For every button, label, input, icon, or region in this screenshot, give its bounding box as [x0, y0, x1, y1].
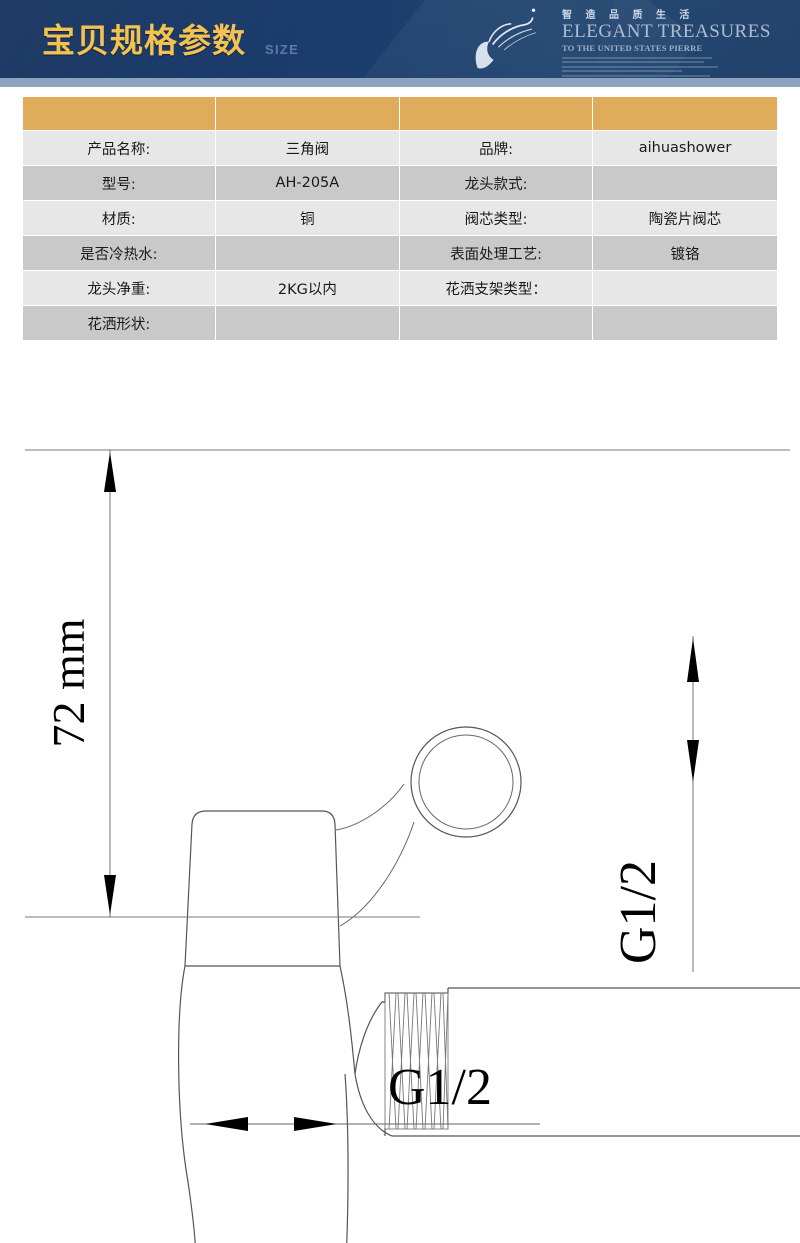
- spec-key: 花洒支架类型：: [400, 271, 593, 305]
- brand-script-logo-icon: [452, 0, 559, 78]
- spec-value: [593, 306, 777, 340]
- spec-key: [400, 306, 593, 340]
- spec-key: 表面处理工艺:: [400, 236, 593, 270]
- dimension-height-label: 72 mm: [43, 618, 94, 747]
- spec-key: 产品名称:: [23, 131, 215, 165]
- table-row: 龙头净重: 2KG以内 花洒支架类型：: [23, 271, 777, 305]
- spec-value: [593, 271, 777, 305]
- spec-key: 是否冷热水:: [23, 236, 215, 270]
- spec-value: [215, 306, 400, 340]
- spec-key: 品牌:: [400, 131, 593, 165]
- table-row: 产品名称: 三角阀 品牌: aihuashower: [23, 131, 777, 165]
- spec-value: 陶瓷片阀芯: [593, 201, 777, 235]
- table-row: 材质: 铜 阀芯类型: 陶瓷片阀芯: [23, 201, 777, 235]
- banner-divider-strip: [0, 78, 800, 87]
- spec-value: 三角阀: [215, 131, 400, 165]
- spec-value: 镀铬: [593, 236, 777, 270]
- header-cell-4: [593, 97, 777, 130]
- spec-key: 花洒形状:: [23, 306, 215, 340]
- dimension-outlet-thread-label: G1/2: [610, 860, 667, 964]
- spec-value: [593, 166, 777, 200]
- header-cell-2: [215, 97, 400, 130]
- table-row: 型号: AH-205A 龙头款式:: [23, 166, 777, 200]
- table-header-row: [23, 97, 777, 130]
- technical-drawing: .ol { fill:none; stroke:#555; stroke-wid…: [0, 352, 800, 1243]
- table-row: 花洒形状:: [23, 306, 777, 340]
- spec-value: 铜: [215, 201, 400, 235]
- page-subtitle: SIZE: [265, 42, 300, 57]
- brand-tagline-en: TO THE UNITED STATES PIERRE: [562, 42, 703, 53]
- spec-key: 型号:: [23, 166, 215, 200]
- spec-value: [215, 236, 400, 270]
- brand-name-en: ELEGANT TREASURES: [562, 21, 771, 42]
- spec-value: 2KG以内: [215, 271, 400, 305]
- brand-fineprint-lines: [562, 56, 782, 78]
- spec-value: aihuashower: [593, 131, 777, 165]
- spec-key: 龙头净重:: [23, 271, 215, 305]
- header-cell-1: [23, 97, 215, 130]
- header-cell-3: [400, 97, 593, 130]
- specification-table: 产品名称: 三角阀 品牌: aihuashower 型号: AH-205A 龙头…: [22, 96, 778, 341]
- spec-value: AH-205A: [215, 166, 400, 200]
- brand-slogan-cn: 智 造 品 质 生 活: [562, 10, 695, 21]
- brand-block: 智 造 品 质 生 活 ELEGANT TREASURES TO THE UNI…: [562, 6, 782, 78]
- spec-key: 材质:: [23, 201, 215, 235]
- page-banner: 宝贝规格参数 SIZE 智 造 品 质 生 活 ELEGANT TREASURE…: [0, 0, 800, 78]
- table-row: 是否冷热水: 表面处理工艺: 镀铬: [23, 236, 777, 270]
- spec-key: 阀芯类型:: [400, 201, 593, 235]
- page-title: 宝贝规格参数: [42, 21, 246, 60]
- dimension-inlet-thread-label: G1/2: [388, 1059, 492, 1116]
- spec-key: 龙头款式:: [400, 166, 593, 200]
